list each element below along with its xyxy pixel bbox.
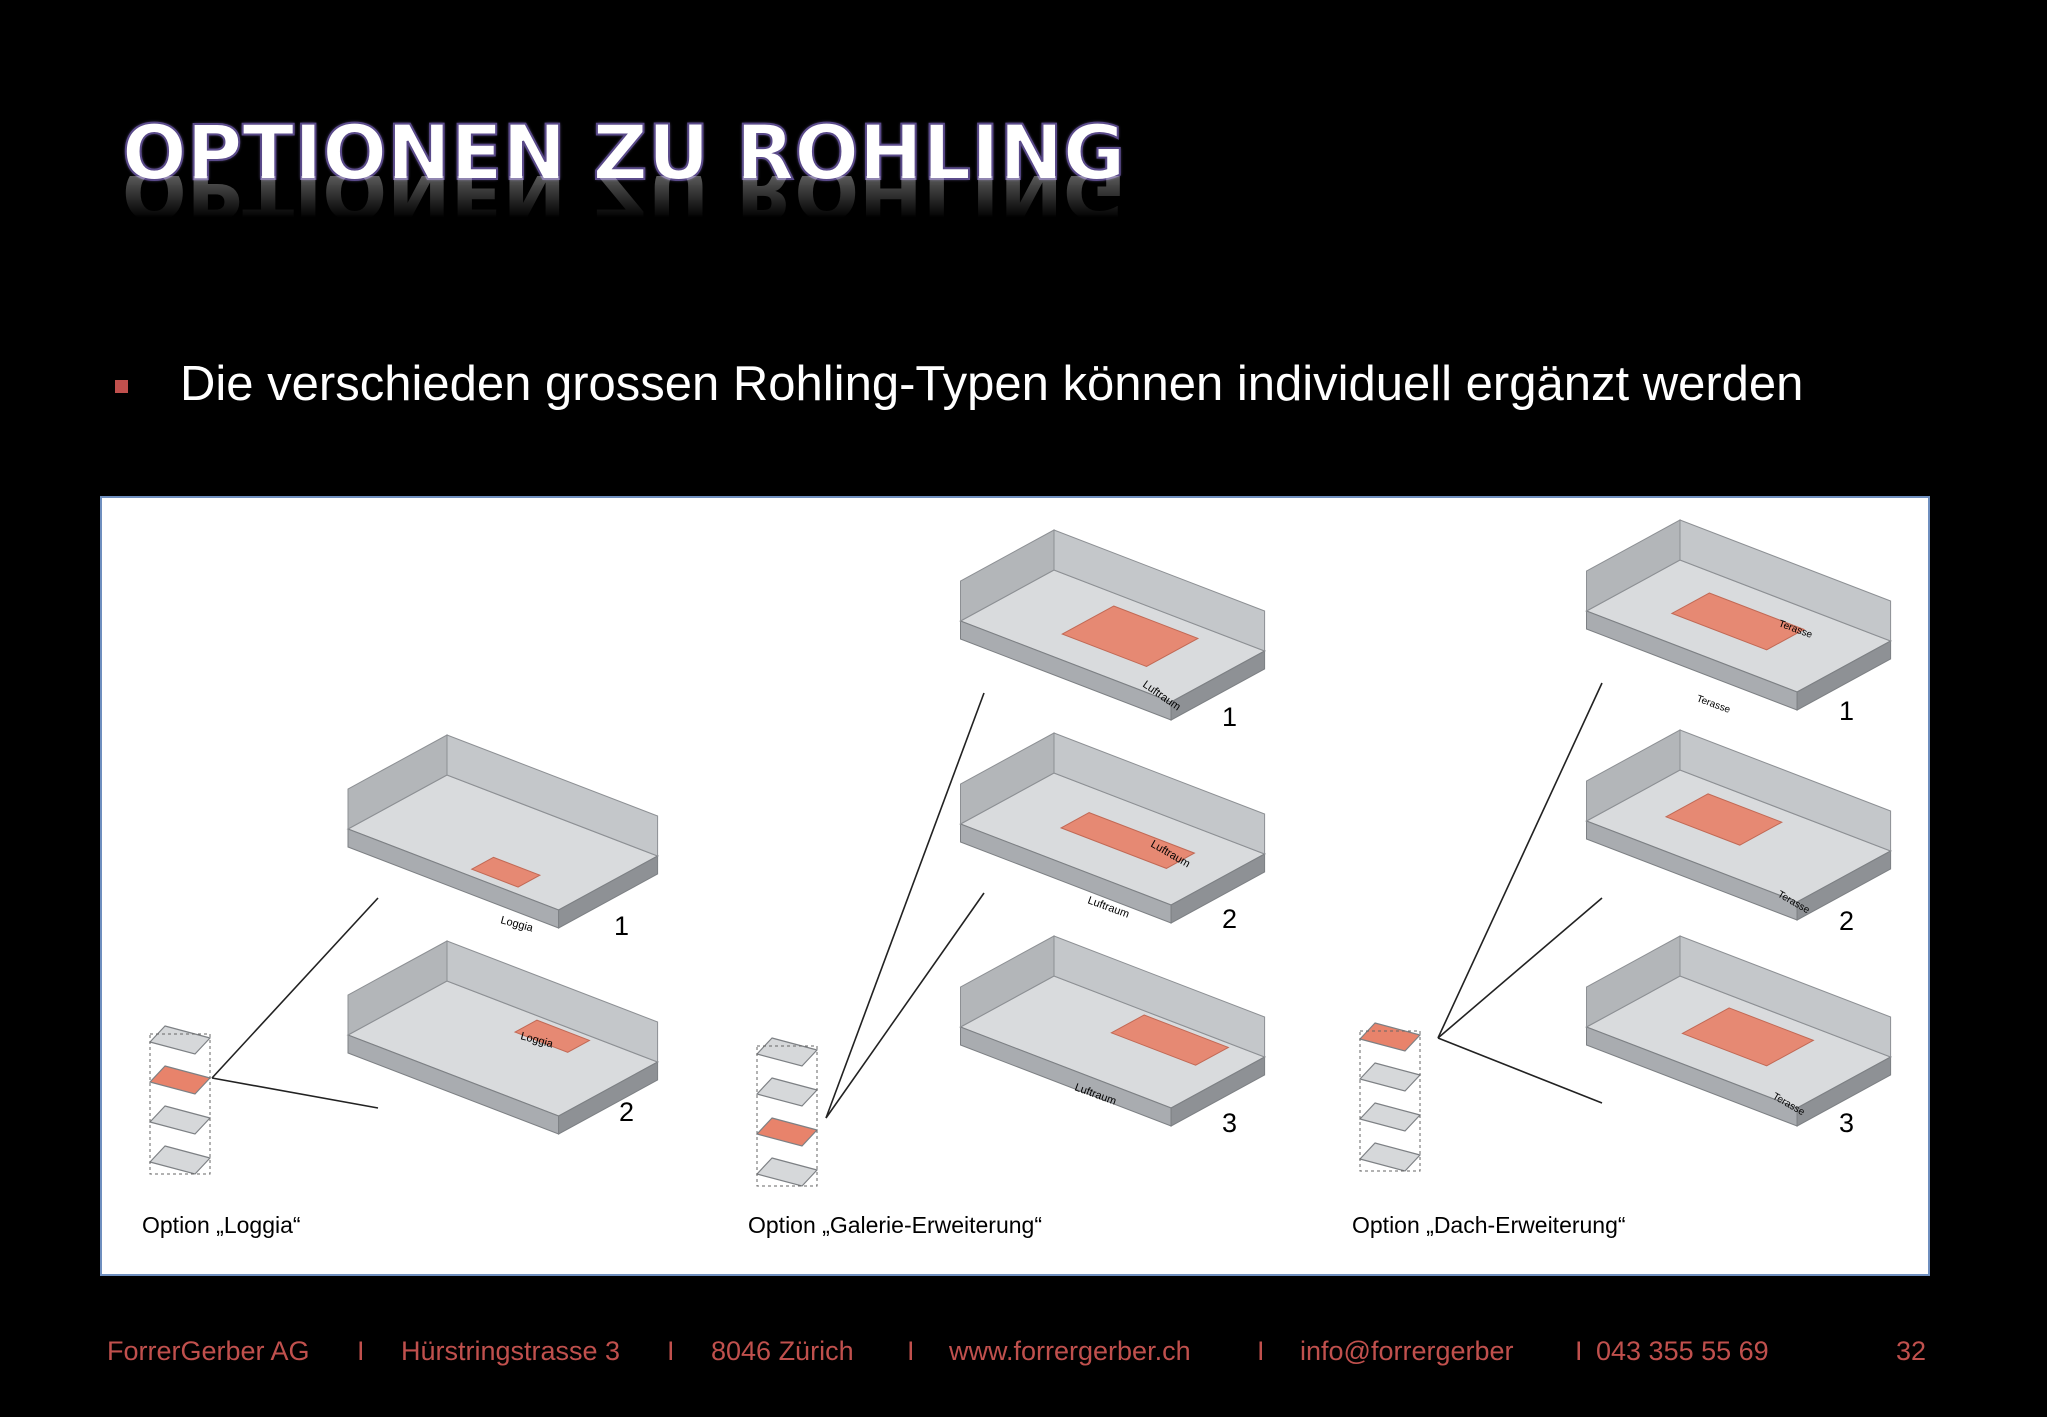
footer-separator: I bbox=[357, 1336, 365, 1366]
galerie-variant-1-plate bbox=[959, 529, 1267, 721]
slab-edge-side bbox=[558, 855, 659, 929]
galerie-highlight-2 bbox=[1059, 812, 1196, 869]
isometric-diagram: 12LoggiaLoggia123LuftraumLuftraumLuftrau… bbox=[148, 519, 1893, 1187]
caption-dach: Option „Dach-Erweiterung“ bbox=[1352, 1212, 1626, 1238]
footer: ForrerGerber AG I Hürstringstrasse 3 I 8… bbox=[107, 1336, 1927, 1372]
stack-level bbox=[755, 1077, 819, 1107]
dach-highlight-1 bbox=[1670, 592, 1806, 651]
stack-level-highlighted bbox=[755, 1117, 819, 1147]
galerie-connector-1 bbox=[825, 692, 985, 1119]
footer-street: Hürstringstrasse 3 bbox=[401, 1336, 621, 1366]
wall-back-left bbox=[347, 734, 448, 830]
footer-phone: 043 355 55 69 bbox=[1596, 1336, 1769, 1366]
loggia-variant-2-plate bbox=[346, 940, 660, 1135]
footer-city: 8046 Zürich bbox=[711, 1336, 854, 1366]
dach-variant-1-plate bbox=[1585, 519, 1893, 711]
footer-separator: I bbox=[907, 1336, 915, 1366]
footer-page-number: 32 bbox=[1896, 1336, 1927, 1366]
stack-level bbox=[1358, 1102, 1422, 1132]
loggia-highlight-2 bbox=[513, 1019, 591, 1053]
footer-separator: I bbox=[667, 1336, 675, 1366]
stack-level bbox=[755, 1157, 819, 1187]
loggia-connector-1 bbox=[211, 897, 379, 1079]
wall-back-left bbox=[960, 529, 1055, 622]
footer-company: ForrerGerber AG bbox=[107, 1336, 310, 1366]
galerie-stack-icon bbox=[755, 1037, 819, 1187]
dach-stack-icon bbox=[1358, 1022, 1422, 1172]
slab-edge-side bbox=[1796, 850, 1892, 921]
galerie-highlight-3 bbox=[1110, 1014, 1230, 1066]
galerie-variant-2-number: 2 bbox=[1222, 904, 1237, 934]
wall-back-left bbox=[1586, 729, 1681, 822]
galerie-variant-2-plate bbox=[959, 732, 1267, 924]
loggia-variant-1-plate bbox=[346, 734, 660, 929]
slide-title-reflection: OPTIONEN ZU ROHLING bbox=[122, 176, 1126, 236]
slab-edge-side bbox=[1170, 650, 1266, 721]
slab-edge-side bbox=[1796, 640, 1892, 711]
footer-website[interactable]: www.forrergerber.ch bbox=[949, 1336, 1191, 1366]
caption-loggia: Option „Loggia“ bbox=[142, 1212, 301, 1238]
caption-galerie: Option „Galerie-Erweiterung“ bbox=[748, 1212, 1043, 1238]
stack-level bbox=[148, 1025, 212, 1055]
galerie-variant-1-number: 1 bbox=[1222, 702, 1237, 732]
footer-separator: I bbox=[1575, 1336, 1583, 1366]
title-block: OPTIONEN ZU ROHLING OPTIONEN ZU ROHLING bbox=[121, 107, 1126, 236]
bullet-text: Die verschieden grossen Rohling-Typen kö… bbox=[180, 357, 1804, 411]
galerie-connector-2 bbox=[825, 892, 985, 1119]
galerie-variant-3-plate bbox=[959, 935, 1267, 1127]
stack-outline bbox=[149, 1033, 211, 1175]
dach-variant-2-plate bbox=[1585, 729, 1893, 921]
wall-back-left bbox=[347, 940, 448, 1036]
loggia-highlight-1 bbox=[470, 856, 542, 888]
slab-edge-side bbox=[558, 1061, 659, 1135]
stack-level bbox=[755, 1037, 819, 1067]
dach-variant-1-number: 1 bbox=[1839, 696, 1854, 726]
wall-back-left bbox=[1586, 519, 1681, 612]
stack-level-highlighted bbox=[148, 1065, 212, 1095]
loggia-variant-1-number: 1 bbox=[614, 911, 629, 941]
loggia-variant-2-number: 2 bbox=[619, 1097, 634, 1127]
loggia-connector-2 bbox=[211, 1077, 379, 1109]
slab-edge-side bbox=[1170, 1056, 1266, 1127]
dach-connector-3 bbox=[1437, 1037, 1603, 1104]
dach-label-1b: Terasse bbox=[1695, 693, 1732, 715]
stack-level bbox=[148, 1105, 212, 1135]
stack-level-highlighted bbox=[1358, 1022, 1422, 1052]
slab-edge-side bbox=[1170, 853, 1266, 924]
stack-level bbox=[148, 1145, 212, 1175]
dach-variant-3-number: 3 bbox=[1839, 1108, 1854, 1138]
stack-outline bbox=[1359, 1030, 1421, 1172]
bullet-square-icon bbox=[115, 379, 128, 393]
wall-back-left bbox=[960, 935, 1055, 1028]
stack-level bbox=[1358, 1142, 1422, 1172]
slide-title: OPTIONEN ZU ROHLING bbox=[121, 107, 1126, 198]
footer-separator: I bbox=[1257, 1336, 1265, 1366]
wall-back-left bbox=[960, 732, 1055, 825]
stack-level bbox=[1358, 1062, 1422, 1092]
wall-back-left bbox=[1586, 935, 1681, 1028]
dach-highlight-2 bbox=[1664, 793, 1783, 846]
slab-edge-side bbox=[1796, 1056, 1892, 1127]
footer-email[interactable]: info@forrergerber bbox=[1300, 1336, 1514, 1366]
dach-connector-1 bbox=[1437, 682, 1603, 1039]
dach-variant-2-number: 2 bbox=[1839, 906, 1854, 936]
stack-outline bbox=[756, 1045, 818, 1187]
bullet-item: Die verschieden grossen Rohling-Typen kö… bbox=[115, 356, 1803, 412]
dach-connector-2 bbox=[1437, 897, 1603, 1039]
loggia-stack-icon bbox=[148, 1025, 212, 1175]
dach-highlight-3 bbox=[1681, 1007, 1815, 1067]
dach-variant-3-plate bbox=[1585, 935, 1893, 1127]
galerie-variant-3-number: 3 bbox=[1222, 1108, 1237, 1138]
galerie-highlight-1 bbox=[1061, 605, 1200, 667]
